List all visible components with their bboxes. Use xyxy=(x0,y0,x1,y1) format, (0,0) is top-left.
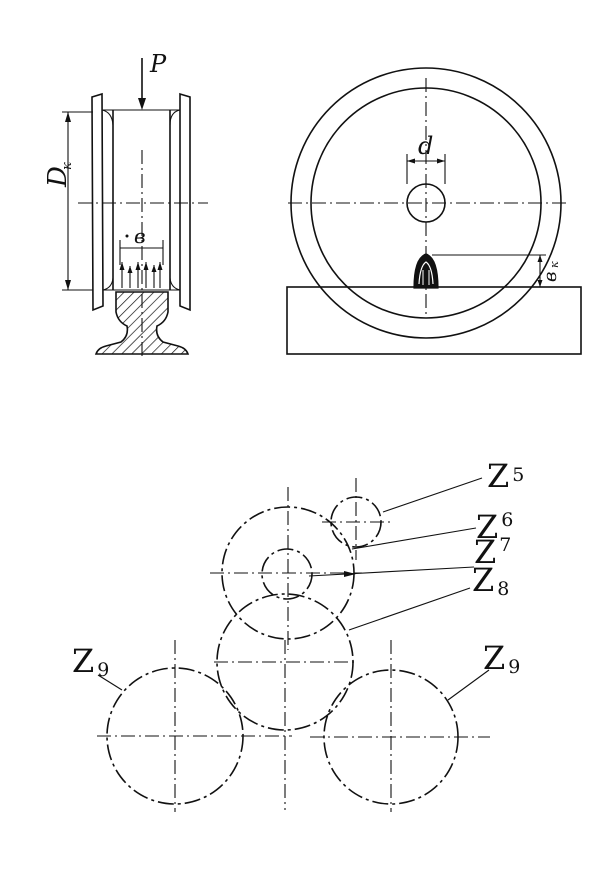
rail-bar xyxy=(286,286,582,355)
gear-z7 xyxy=(261,548,313,600)
leader-z9-right xyxy=(447,669,490,701)
diameter-label: D xyxy=(43,166,73,188)
leader-z7 xyxy=(308,566,475,577)
leader-z6 xyxy=(351,527,477,550)
diameter-subscript: к xyxy=(60,162,75,170)
pressure-arrows xyxy=(119,262,163,288)
contact-zone xyxy=(413,253,439,289)
rail-cross-section xyxy=(94,291,190,355)
wheel-side-view: D к P в xyxy=(43,50,208,360)
leader-z8 xyxy=(348,587,471,631)
wheel-on-rail-view: d в к xyxy=(286,67,582,355)
leader-z9-left xyxy=(97,674,123,691)
right-flange xyxy=(179,92,191,312)
force-label: P xyxy=(149,50,167,78)
contact-height-label: в xyxy=(540,272,561,282)
contact-height-subscript: к xyxy=(548,261,561,268)
axle-diameter-label: d xyxy=(418,132,433,160)
leader-z5 xyxy=(382,477,483,513)
contact-width-label: в xyxy=(134,224,146,248)
left-flange xyxy=(91,92,104,312)
